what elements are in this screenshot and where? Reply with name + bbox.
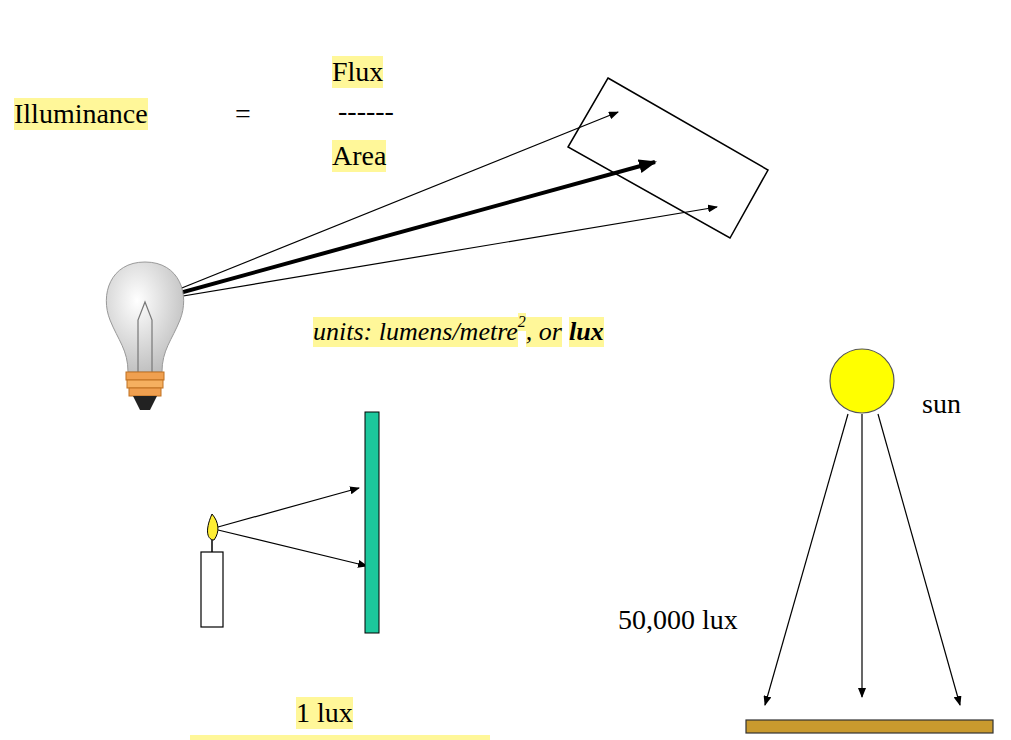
equals-sign: = — [235, 98, 251, 130]
unit-name: lux — [569, 317, 604, 347]
unit-note: units: lumens/metre — [313, 317, 518, 347]
light-ray — [765, 414, 848, 705]
formula-term: Illuminance — [14, 98, 148, 130]
highlight-band — [190, 735, 490, 740]
light-bulb — [106, 262, 183, 410]
light-ray — [147, 207, 717, 302]
illuminance-value: 1 lux — [296, 697, 353, 729]
light-ray — [861, 414, 862, 697]
light-ray — [147, 112, 618, 302]
screen — [365, 412, 379, 633]
ground — [746, 720, 993, 733]
fraction-bar: ------ — [338, 95, 394, 127]
unit-note: , or — [526, 317, 562, 347]
lit-surface — [568, 78, 768, 238]
light-ray — [878, 414, 960, 705]
light-ray — [147, 162, 655, 302]
illuminance-value: 50,000 lux — [618, 604, 738, 636]
sun-label: sun — [922, 388, 961, 420]
light-ray — [218, 530, 367, 566]
sun-symbol — [830, 349, 894, 413]
light-ray — [218, 488, 359, 527]
superscript: 2 — [518, 313, 526, 331]
formula-denominator: Area — [332, 140, 386, 172]
formula-numerator: Flux — [332, 56, 383, 88]
